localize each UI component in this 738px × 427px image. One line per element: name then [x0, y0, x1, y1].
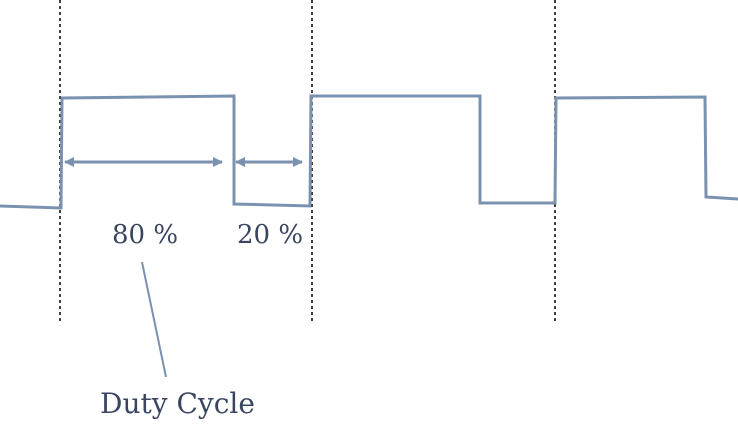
high-percent-label: 80 % [112, 220, 179, 250]
low-percent-label: 20 % [237, 220, 304, 250]
caption-leader-line [141, 261, 167, 378]
square-waveform [0, 94, 738, 210]
duty-cycle-caption: Duty Cycle [100, 387, 255, 420]
